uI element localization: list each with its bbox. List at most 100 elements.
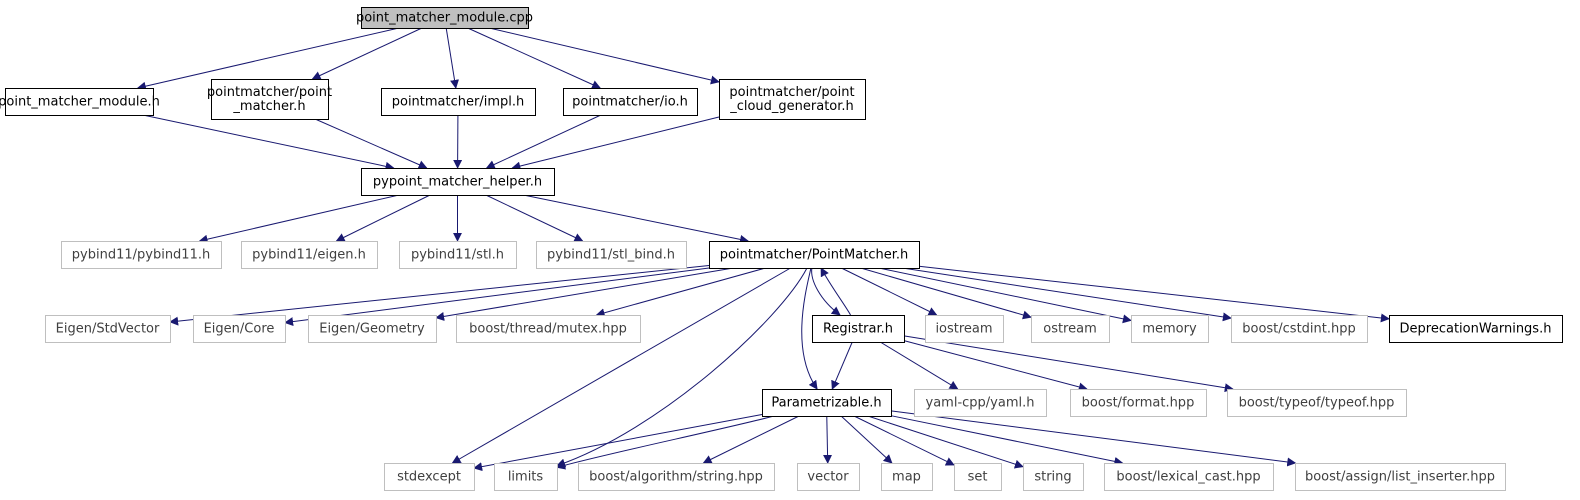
node-limits[interactable]: limits [494,463,558,491]
edge-pointmatcher-h-to-stdvector [169,265,710,326]
node-memory[interactable]: memory [1131,315,1209,343]
edge-registrar-h-to-typeof [903,335,1234,393]
node-label: Eigen/Core [204,322,275,337]
node-pm-point-matcher-h[interactable]: pointmatcher/point_matcher.h [207,79,332,120]
node-box [361,7,529,29]
node-stdexcept[interactable]: stdexcept [384,463,475,491]
node-label: pybind11/stl_bind.h [547,248,675,263]
edge-pointmatcher-h-to-stdexcept [451,267,791,464]
node-listins[interactable]: boost/assign/list_inserter.hpp [1295,463,1506,491]
node-label: boost/typeof/typeof.hpp [1239,396,1395,411]
edge-parametrizable-h-to-lexical [890,415,1124,466]
edge-pointmatcher-h-to-cstdint [902,267,1232,322]
node-yaml[interactable]: yaml-cpp/yaml.h [914,389,1047,417]
node-ostream[interactable]: ostream [1031,315,1110,343]
node-pystlbind-h[interactable]: pybind11/stl_bind.h [536,241,687,269]
node-label: _cloud_generator.h [729,99,854,114]
node-io-h[interactable]: pointmatcher/io.h [563,88,698,116]
node-stdvector[interactable]: Eigen/StdVector [45,315,171,343]
node-box [1070,389,1207,417]
edge-parametrizable-h-to-limits [556,415,775,470]
node-box [193,315,286,343]
node-label: yaml-cpp/yaml.h [926,396,1035,411]
node-box [381,88,536,116]
node-iostream[interactable]: iostream [925,315,1004,343]
edge-root-to-io-h [467,27,602,89]
node-box [399,241,517,269]
node-box [925,315,1004,343]
node-box [1231,315,1368,343]
node-label: pybind11/pybind11.h [72,248,210,263]
node-box [1131,315,1209,343]
node-box [494,463,558,491]
edge-pointmatcher-h-to-iostream [841,267,938,316]
node-label: boost/cstdint.hpp [1242,322,1356,337]
node-box [536,241,687,269]
node-string[interactable]: string [1023,463,1084,491]
node-algostring[interactable]: boost/algorithm/string.hpp [578,463,775,491]
node-label: Parametrizable.h [771,396,881,411]
node-core[interactable]: Eigen/Core [193,315,286,343]
node-label: map [892,470,921,485]
node-root[interactable]: point_matcher_module.cpp [356,7,533,29]
node-format[interactable]: boost/format.hpp [1070,389,1207,417]
node-pointmatcher-h[interactable]: pointmatcher/PointMatcher.h [709,241,920,269]
node-impl-h[interactable]: pointmatcher/impl.h [381,88,536,116]
node-map[interactable]: map [881,463,933,491]
node-pystl-h[interactable]: pybind11/stl.h [399,241,517,269]
node-typeof[interactable]: boost/typeof/typeof.hpp [1227,389,1407,417]
node-pmm-h[interactable]: point_matcher_module.h [0,88,160,116]
node-label: memory [1142,322,1197,337]
node-registrar-h[interactable]: Registrar.h [812,315,905,343]
edge-root-to-impl-h [445,27,459,89]
node-box [5,88,154,116]
node-helper-h[interactable]: pypoint_matcher_helper.h [361,168,555,196]
node-box [709,241,920,269]
node-deprecation-h[interactable]: DeprecationWarnings.h [1389,315,1563,343]
node-label: boost/lexical_cast.hpp [1116,470,1260,485]
edge-root-to-pm-point-matcher-h [311,27,423,80]
node-label: pointmatcher/io.h [572,95,688,110]
edge-helper-h-to-pyeigen-h [335,194,431,242]
edge-registrar-h-to-pointmatcher-h [820,267,851,316]
edge-pointmatcher-h-to-deprecation-h [918,265,1390,323]
node-label: ostream [1043,322,1097,337]
node-box [61,241,222,269]
edge-parametrizable-h-to-string [867,415,1024,469]
node-label: iostream [935,322,992,337]
node-label: pointmatcher/point [207,85,332,100]
node-label: string [1034,470,1071,485]
node-lexical[interactable]: boost/lexical_cast.hpp [1104,463,1274,491]
node-pcg-h[interactable]: pointmatcher/point_cloud_generator.h [719,79,866,120]
node-box [1104,463,1274,491]
edge-parametrizable-h-to-listins [890,410,1297,467]
node-cstdint[interactable]: boost/cstdint.hpp [1231,315,1368,343]
node-label: boost/thread/mutex.hpp [469,322,627,337]
node-box [308,315,437,343]
node-pyeigen-h[interactable]: pybind11/eigen.h [241,241,378,269]
node-box [812,315,905,343]
node-box [1227,389,1407,417]
edge-parametrizable-h-to-algostring [702,415,800,464]
node-layer: point_matcher_module.cpp point_matcher_mo… [0,7,1563,491]
node-label: pybind11/eigen.h [252,248,366,263]
edge-layer [136,27,1390,472]
edge-pointmatcher-h-to-registrar-h [811,267,841,316]
node-box [45,315,171,343]
node-set[interactable]: set [954,463,1002,491]
node-box [241,241,378,269]
edge-pmm-h-to-helper-h [142,114,395,171]
node-geometry[interactable]: Eigen/Geometry [308,315,437,343]
node-parametrizable-h[interactable]: Parametrizable.h [762,389,892,417]
node-vector[interactable]: vector [797,463,860,491]
edge-parametrizable-h-to-stdexcept [473,414,763,472]
node-label: point_matcher_module.h [0,95,160,110]
edge-registrar-h-to-parametrizable-h [831,341,853,390]
node-box [361,168,555,196]
node-label: stdexcept [397,470,461,485]
node-pybind11-h[interactable]: pybind11/pybind11.h [61,241,222,269]
node-mutex[interactable]: boost/thread/mutex.hpp [456,315,641,343]
edge-parametrizable-h-to-vector [823,415,833,464]
edge-parametrizable-h-to-set [853,415,955,466]
